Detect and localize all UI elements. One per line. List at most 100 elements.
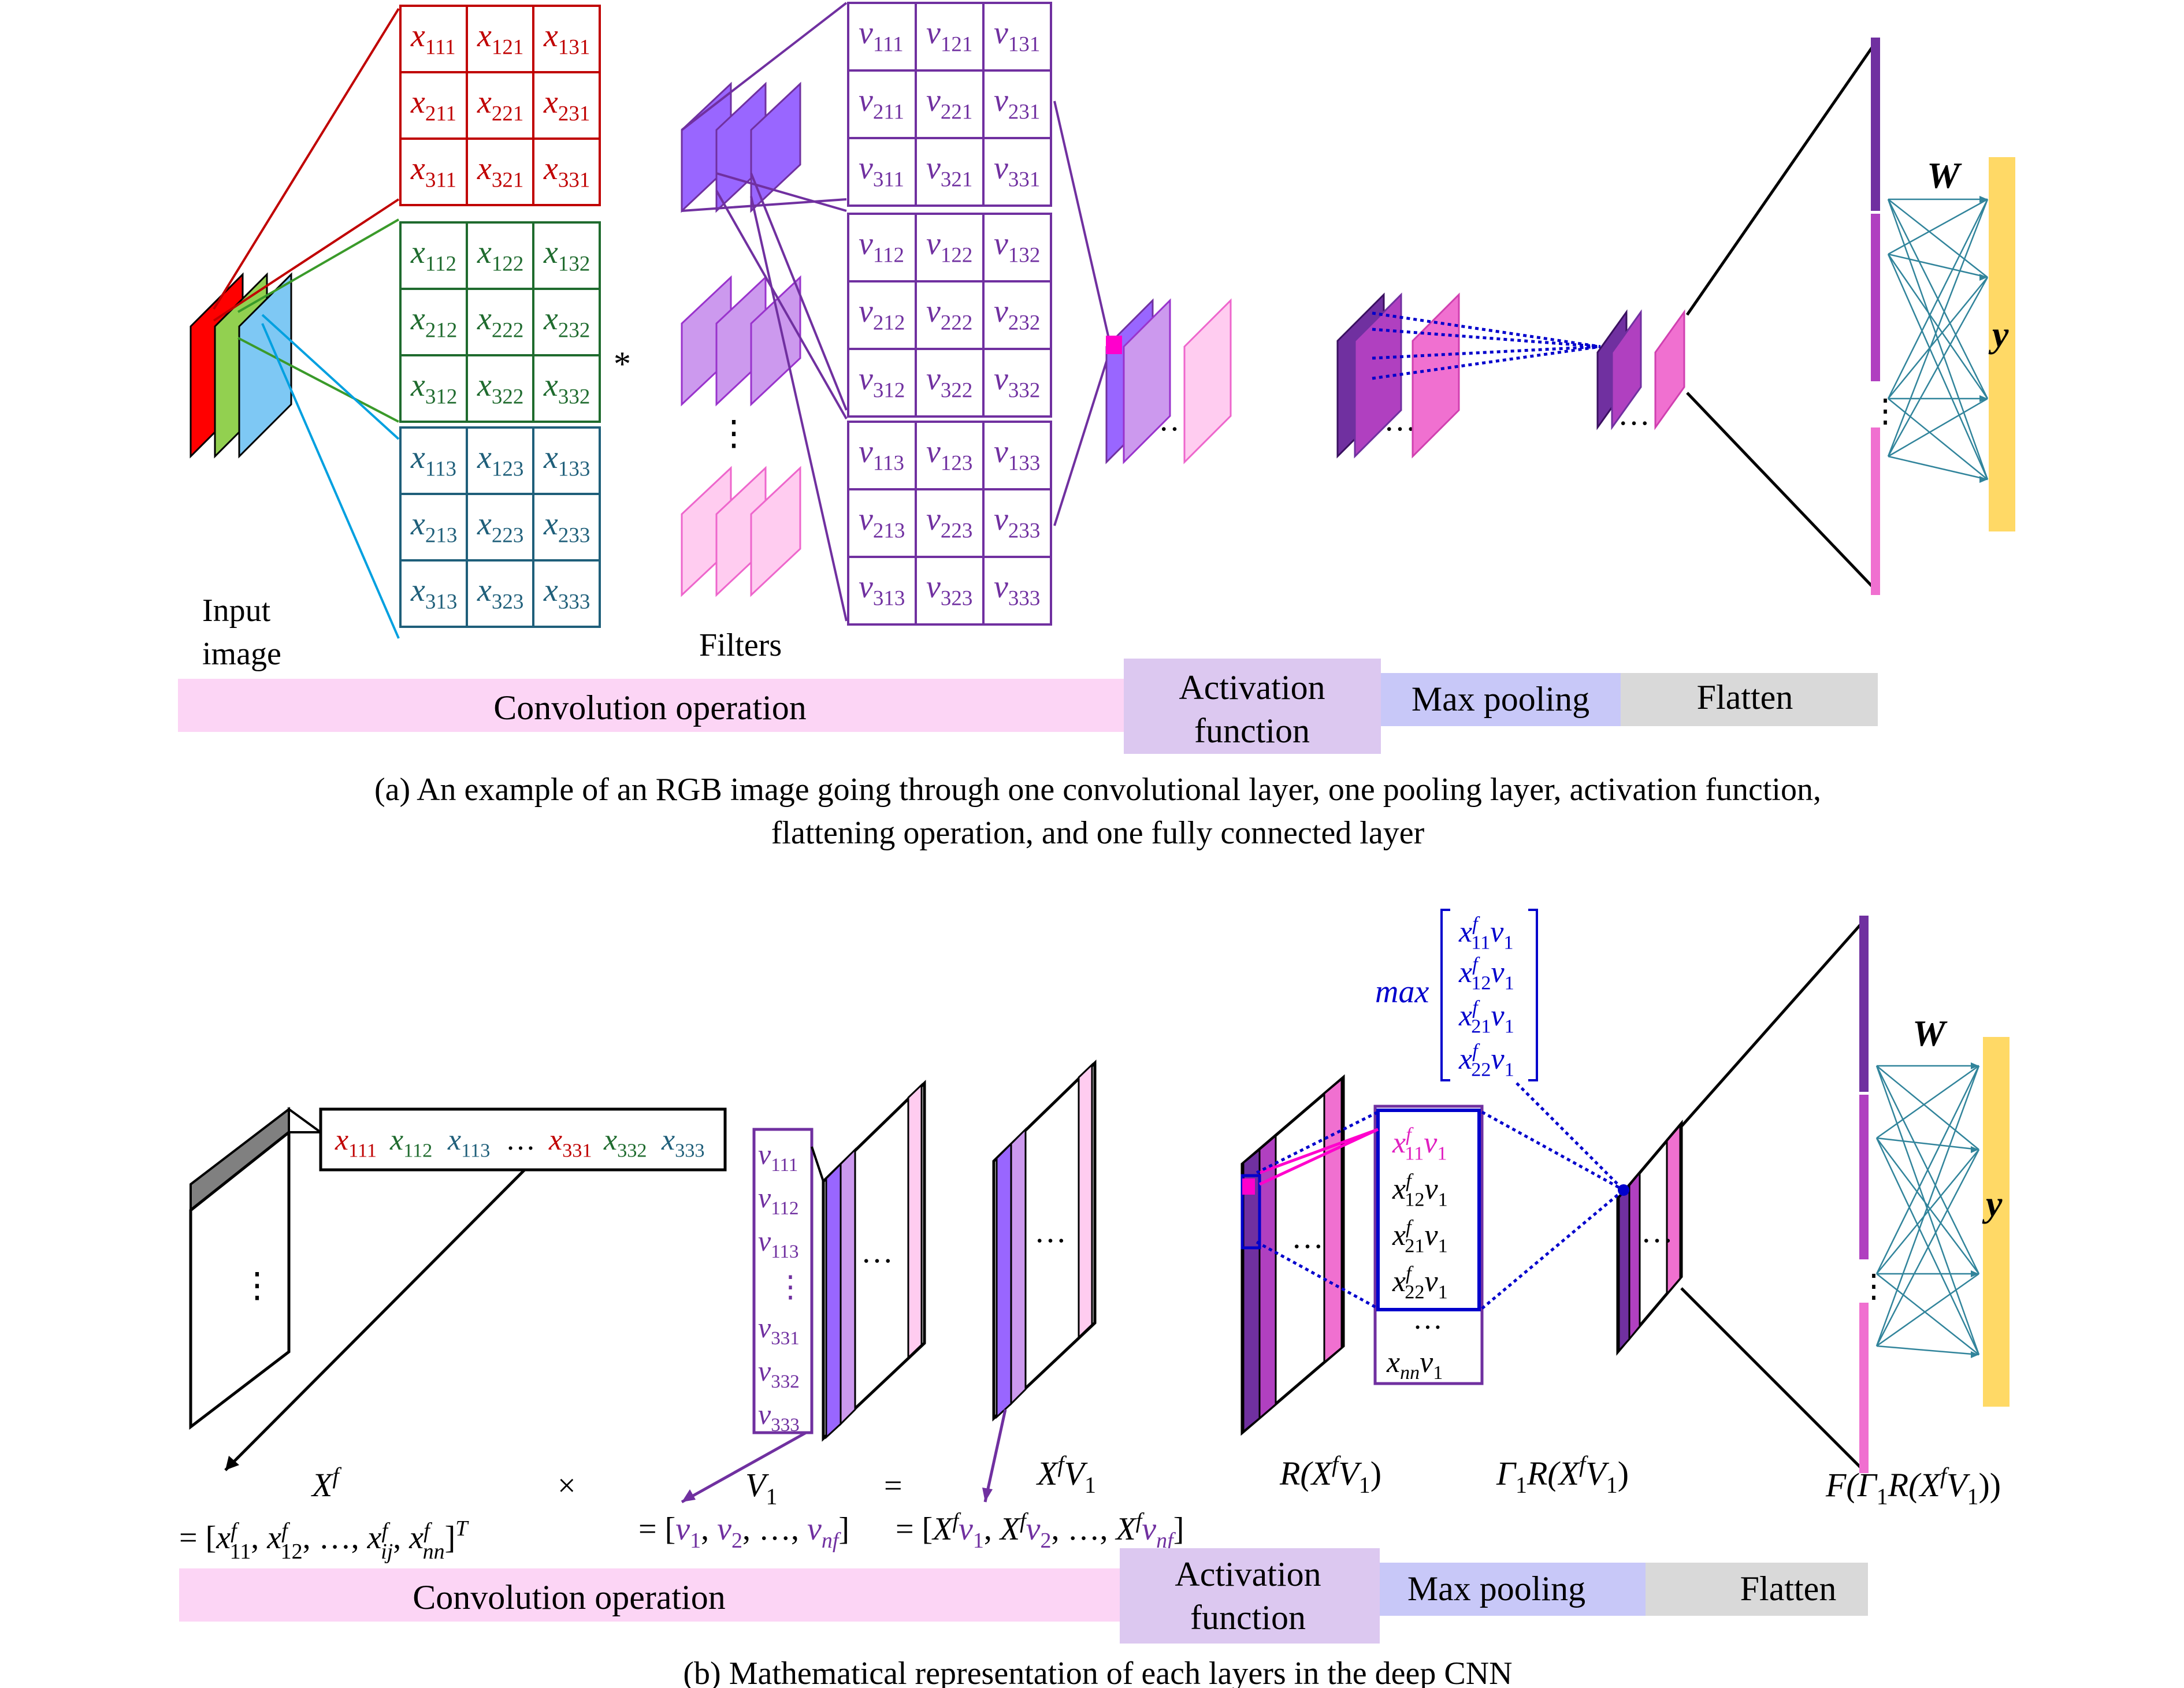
flatten-edge: [1680, 1287, 1864, 1471]
matrix-entry: v332: [994, 361, 1040, 401]
matrix-entry: v331: [994, 150, 1040, 191]
matrix-entry: x212: [410, 301, 457, 341]
fc-arrowhead: [1971, 1351, 1979, 1358]
v1-entry: v111: [758, 1138, 798, 1176]
pool-link: [1258, 1128, 1379, 1186]
matrix-cell: [466, 559, 534, 628]
v1-entry: v113: [758, 1225, 798, 1262]
fc-edge: [1875, 1065, 1980, 1274]
matrix-entry: v212: [859, 293, 905, 334]
matrix-entry: x332: [543, 367, 590, 408]
matrix-cell: [466, 137, 534, 206]
filter-stack-2: [681, 275, 801, 407]
filters-label: Filters: [699, 627, 782, 663]
connector-line: [213, 8, 400, 310]
matrix-entry: x323: [477, 572, 523, 613]
conv-hdots: …: [1034, 1214, 1067, 1250]
pool-link: [1259, 1128, 1379, 1174]
conv-block-b: …: [811, 1080, 926, 1442]
flatten-vector-seg: [1859, 916, 1869, 1092]
connector-line: [237, 337, 399, 423]
matrix-cell: [532, 71, 601, 140]
activation-stripe: [1323, 1077, 1343, 1364]
band-activation: [1120, 1548, 1380, 1644]
matrix-cell: [847, 488, 917, 558]
fc-edge: [1888, 455, 1988, 481]
matrix-entry: x321: [477, 151, 523, 191]
pooled-map: [1611, 309, 1642, 430]
matrix-cell: [982, 2, 1052, 72]
product-entry-last: xnnv1: [1386, 1346, 1443, 1384]
max-bracket-right: [1528, 909, 1538, 1081]
conv-stripe: [840, 1147, 856, 1426]
v1-entry: v331: [758, 1311, 800, 1349]
matrix-cell: [847, 137, 917, 207]
label-v1-def: = [v1, v2, …, vnf]: [638, 1511, 849, 1553]
pool-hdots: …: [1641, 1214, 1673, 1250]
xf-right: [288, 1107, 325, 1133]
convolution-star: *: [614, 345, 631, 383]
xfv1-arrowhead: [982, 1488, 993, 1502]
pool-stripe: [1628, 1170, 1641, 1342]
matrix-cell: [915, 556, 985, 626]
row-vector-arrowhead: [225, 1456, 239, 1470]
matrix-cell: [982, 137, 1052, 207]
matrix-cell: [399, 493, 468, 562]
flatten-edge: [1680, 920, 1864, 1128]
matrix-entry: x333: [543, 572, 590, 613]
matrix-entry: v312: [859, 361, 905, 401]
band-activation-label-2: function: [1190, 1598, 1306, 1637]
band-flatten-label: Flatten: [1697, 678, 1793, 716]
matrix-cell: [399, 559, 468, 628]
caption-a-line-1: (a) An example of an RGB image going thr…: [374, 772, 1821, 808]
band-convolution: [179, 1568, 1141, 1622]
matrix-cell: [532, 493, 601, 562]
flatten-edge: [1686, 392, 1876, 590]
product-ellipsis: …: [1413, 1303, 1443, 1336]
matrix-entry: x133: [543, 440, 590, 480]
matrix-entry: x211: [410, 84, 456, 125]
fc-edge: [1876, 1065, 1979, 1150]
matrix-entry: x231: [543, 84, 590, 125]
filter-card: [750, 466, 801, 597]
label-v1: V1: [745, 1466, 777, 1509]
pool-block-b: …: [1616, 1120, 1683, 1356]
product-list-outer: [1373, 1105, 1484, 1385]
pool-stripe: [1666, 1122, 1681, 1297]
v1-arrowhead: [682, 1489, 696, 1502]
output-bar: [1983, 1037, 2010, 1407]
filter-connectors: [681, 2, 848, 622]
band-flatten: [1621, 673, 1878, 726]
matrix-entry: x313: [410, 572, 457, 613]
feature-map: [1123, 298, 1171, 464]
filter-stack-1: [681, 81, 801, 213]
fc-arrowhead: [1971, 1146, 1979, 1153]
matrix-entry: v211: [859, 83, 904, 123]
matrix-entry: v311: [859, 150, 904, 191]
fc-edge: [1888, 397, 1988, 458]
matrix-entry: x221: [477, 84, 523, 125]
input-image-label-2: image: [202, 636, 281, 672]
v1-link: [811, 1146, 824, 1182]
activation-map: [1354, 292, 1402, 459]
matrix-cell: [532, 354, 601, 423]
fc-arrowhead: [1979, 274, 1988, 281]
matrix-cell: [915, 137, 985, 207]
matrix-cell: [982, 421, 1052, 490]
band-activation-label-1: Activation: [1179, 668, 1325, 707]
xf-body: [189, 1129, 291, 1430]
matrix-cell: [532, 559, 601, 628]
band-max-pooling-label: Max pooling: [1407, 1570, 1585, 1608]
band-convolution-label: Convolution operation: [413, 1578, 726, 1616]
caption-b: (b) Mathematical representation of each …: [683, 1656, 1512, 1688]
row-vector-entry: x333: [661, 1124, 705, 1161]
matrix-cell: [847, 69, 917, 139]
matrix-cell: [915, 488, 985, 558]
activation-stripe: [1258, 1133, 1277, 1421]
fc-edge: [1876, 1065, 1979, 1139]
fc-edge: [1887, 199, 1989, 480]
